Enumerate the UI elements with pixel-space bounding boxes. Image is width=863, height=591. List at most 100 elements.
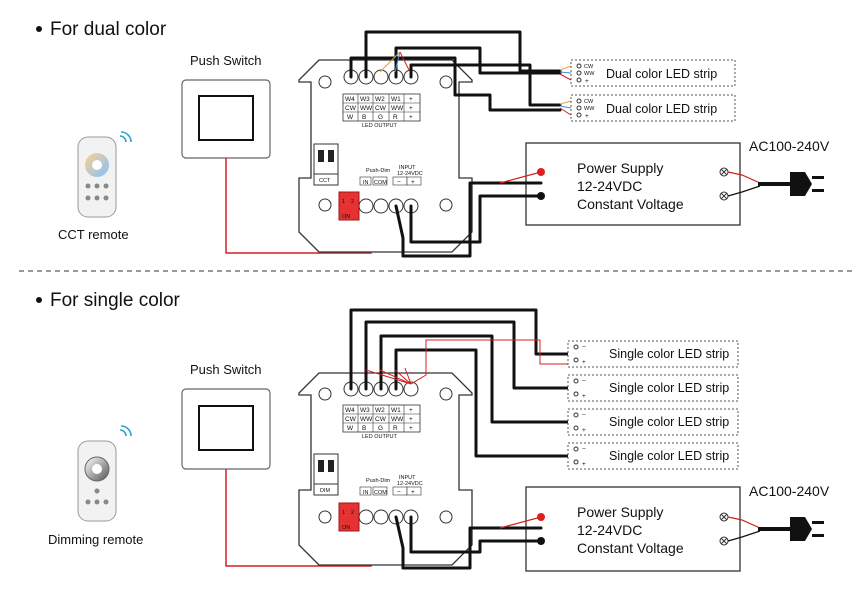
svg-text:W3: W3 [360, 96, 370, 103]
wire-strip-2 [349, 56, 562, 112]
svg-text:CW: CW [345, 416, 357, 423]
strip-label: Single color LED strip [609, 381, 729, 395]
plug-icon [790, 517, 812, 541]
svg-text:12-24VDC: 12-24VDC [397, 481, 423, 487]
svg-text:CW: CW [375, 416, 387, 423]
svg-text:LED OUTPUT: LED OUTPUT [362, 434, 397, 440]
svg-text:+: + [582, 393, 586, 400]
controller-module: W4 W3 W2 W1 + CW WW CW WW + W B G R + LE… [298, 59, 473, 253]
svg-text:W2: W2 [375, 96, 385, 103]
remote-label-dim: Dimming remote [48, 532, 143, 547]
svg-text:W1: W1 [391, 96, 401, 103]
svg-text:W1: W1 [391, 407, 401, 414]
strip-label: Single color LED strip [609, 415, 729, 429]
bullet-dot [36, 26, 42, 32]
svg-text:+: + [409, 96, 413, 103]
svg-text:Constant Voltage: Constant Voltage [577, 196, 684, 212]
svg-text:COM: COM [374, 180, 387, 186]
svg-text:Power Supply: Power Supply [577, 504, 663, 520]
dual-strip-2: CW WW + Dual color LED strip [570, 94, 736, 122]
power-supply: Power Supply 12-24VDC Constant Voltage [525, 142, 741, 226]
svg-text:G: G [378, 114, 383, 121]
svg-text:−: − [582, 344, 586, 351]
svg-text:Push-Dim: Push-Dim [366, 168, 391, 174]
controller-module: W4 W3 W2 W1 + CW WW CW WW + W B G R + LE… [298, 372, 473, 566]
svg-text:+: + [582, 359, 586, 366]
svg-text:−: − [582, 412, 586, 419]
single-strip-2: − + Single color LED strip [567, 374, 739, 402]
svg-text:+: + [409, 416, 413, 423]
ac-label: AC100-240V [749, 483, 830, 499]
single-color-section: For single color Dimming remote Push Swi… [36, 290, 830, 572]
single-strip-1: − + Single color LED strip [567, 340, 739, 368]
svg-text:WW: WW [584, 106, 595, 112]
svg-text:WW: WW [360, 105, 373, 112]
section-title-single: For single color [50, 290, 181, 311]
svg-text:+: + [409, 425, 413, 432]
wire-strip-1 [349, 308, 570, 391]
svg-text:G: G [378, 425, 383, 432]
svg-text:−: − [582, 378, 586, 385]
mode-label-dim: DIM [320, 488, 331, 494]
wireless-signal-icon [119, 131, 132, 143]
wire-psu-plus [409, 194, 543, 244]
svg-text:INPUT: INPUT [399, 165, 416, 171]
svg-text:B: B [362, 114, 366, 121]
svg-text:COM: COM [374, 490, 387, 496]
svg-text:WW: WW [391, 416, 404, 423]
switch-button [198, 95, 254, 141]
svg-text:Power Supply: Power Supply [577, 160, 663, 176]
svg-text:+: + [582, 461, 586, 468]
strip-label: Single color LED strip [609, 449, 729, 463]
svg-text:R: R [393, 425, 398, 432]
wire-psu-minus [394, 181, 543, 258]
svg-text:IN: IN [363, 490, 369, 496]
svg-text:12-24VDC: 12-24VDC [397, 171, 423, 177]
svg-text:B: B [362, 425, 366, 432]
single-strip-3: − + Single color LED strip [567, 408, 739, 436]
dip-switch [313, 143, 339, 175]
svg-text:W3: W3 [360, 407, 370, 414]
strip-label: Dual color LED strip [606, 102, 717, 116]
dual-color-section: For dual color CCT remote Push Switch [36, 19, 830, 258]
svg-text:2: 2 [351, 199, 354, 205]
svg-text:+: + [411, 179, 415, 186]
svg-text:CW: CW [584, 64, 594, 70]
svg-text:12-24VDC: 12-24VDC [577, 178, 642, 194]
wire-strip-3 [379, 334, 570, 424]
bullet-dot [36, 297, 42, 303]
svg-text:ON: ON [342, 525, 350, 531]
power-supply: Power Supply 12-24VDC Constant Voltage [525, 486, 741, 572]
remote-label-cct: CCT remote [58, 227, 129, 242]
wire-psu-plus [409, 515, 543, 554]
svg-text:W4: W4 [345, 96, 355, 103]
svg-text:WW: WW [391, 105, 404, 112]
svg-text:2: 2 [351, 510, 354, 516]
svg-text:+: + [411, 489, 415, 496]
svg-text:12-24VDC: 12-24VDC [577, 522, 642, 538]
svg-text:INPUT: INPUT [399, 475, 416, 481]
wire-psu-minus [394, 515, 543, 570]
wire-strip-1-cw [364, 30, 562, 79]
dimming-remote: Dimming remote [48, 425, 143, 547]
push-switch-label: Push Switch [190, 53, 262, 68]
svg-text:−: − [582, 446, 586, 453]
ac-label: AC100-240V [749, 138, 830, 154]
single-strip-4: − + Single color LED strip [567, 442, 739, 470]
strip-label: Dual color LED strip [606, 67, 717, 81]
switch-button [198, 405, 254, 451]
cct-remote: CCT remote [58, 131, 132, 242]
svg-text:W: W [347, 425, 354, 432]
svg-text:W: W [347, 114, 354, 121]
svg-text:W4: W4 [345, 407, 355, 414]
push-switch-label: Push Switch [190, 362, 262, 377]
push-switch: Push Switch [181, 362, 271, 470]
svg-text:Push-Dim: Push-Dim [366, 478, 391, 484]
wireless-signal-icon [119, 425, 132, 437]
svg-text:CW: CW [584, 99, 594, 105]
mode-label-cct: CCT [319, 178, 331, 184]
svg-text:IN: IN [363, 180, 369, 186]
svg-text:CW: CW [345, 105, 357, 112]
